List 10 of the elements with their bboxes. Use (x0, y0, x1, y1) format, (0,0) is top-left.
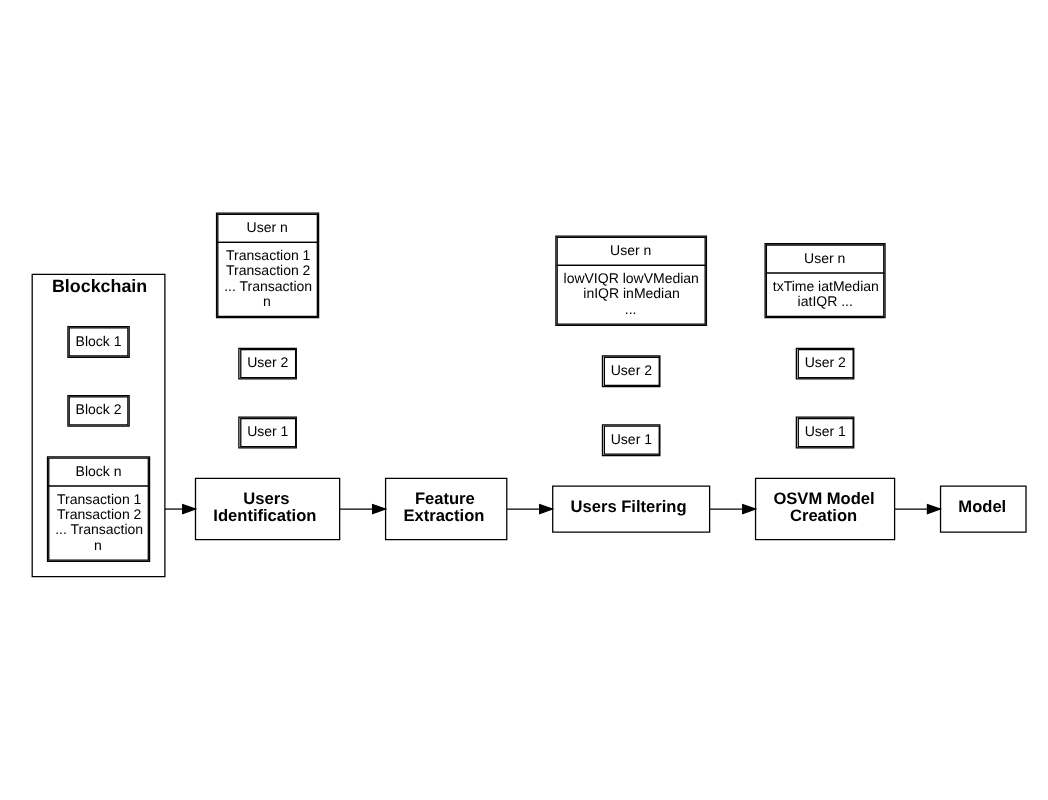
node-box: OSVM Model Creation (754, 477, 896, 541)
arrow (339, 503, 388, 515)
node-box: Users Filtering (552, 485, 711, 533)
node-box: Feature Extraction (384, 477, 508, 541)
arrow (894, 503, 943, 515)
node-box: Users Identification (194, 477, 341, 541)
node-box: Model (939, 485, 1027, 533)
arrow (709, 503, 758, 515)
arrow (164, 503, 198, 515)
arrow (506, 503, 555, 515)
